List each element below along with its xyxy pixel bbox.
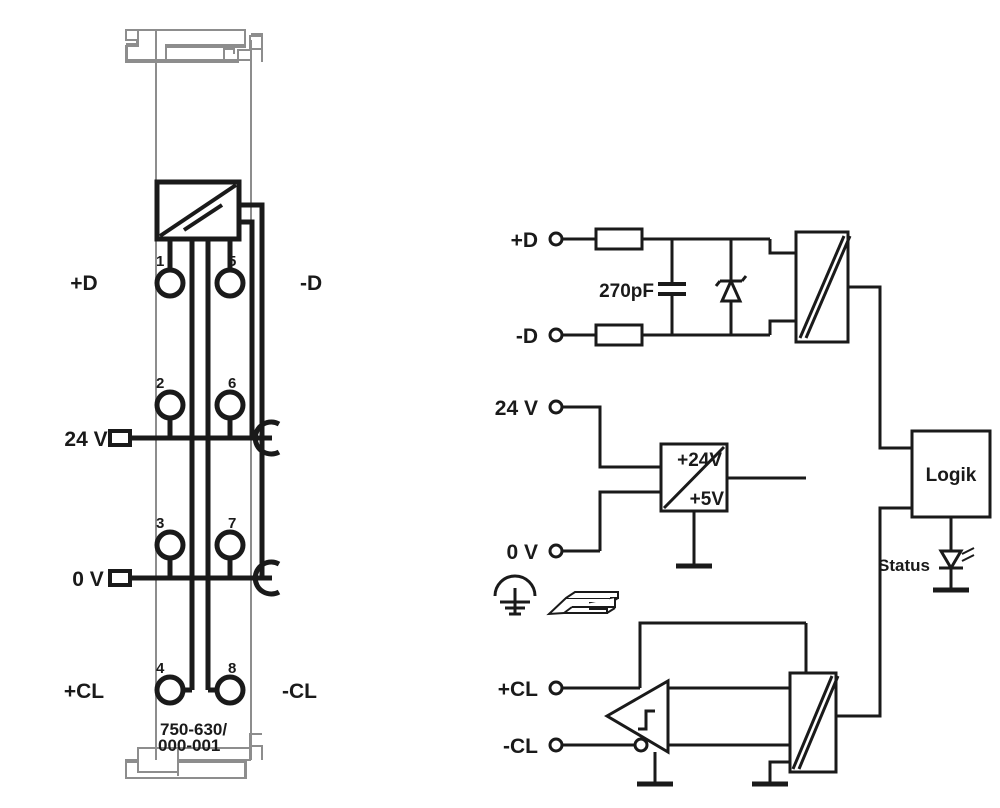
power-jumper-contact-icon-0v [108, 569, 132, 587]
converter-output-label: +5V [690, 489, 725, 510]
schematic-label-plus-d: +D [511, 229, 538, 252]
power-jumper-contact-icon-24v [108, 429, 132, 447]
schematic-label-minus-d: -D [516, 325, 538, 348]
resistor-icon-plus-d [594, 227, 644, 251]
wire-trigger-supply [638, 621, 806, 688]
terminal-point-icon-plus-cl[interactable] [548, 680, 564, 696]
capacitor-value-label: 270pF [599, 281, 654, 302]
logic-block-group [910, 429, 992, 593]
pin-number-2: 2 [156, 375, 164, 392]
power-jumper-contact-icon-right-24v [252, 419, 281, 457]
pin-number-3: 3 [156, 515, 164, 532]
wire-oc-right-to-24v-2 [239, 219, 255, 438]
inverter-bubble [633, 737, 649, 753]
terminal-point-icon-24v[interactable] [548, 399, 564, 415]
power-supply-section [548, 399, 806, 569]
pin-number-6: 6 [228, 375, 236, 392]
block-schematic [493, 227, 992, 787]
zener-bar [714, 275, 748, 287]
schematic-labels: +D -D 24 V 0 V +CL -CL 270pF +24V +5V Lo… [495, 229, 977, 758]
schematic-label-24v: 24 V [495, 397, 538, 420]
terminal-point-icon-minus-d[interactable] [548, 327, 564, 343]
module-label-plus-cl: +CL [64, 680, 104, 703]
terminal-contact-icon-3[interactable] [154, 529, 186, 561]
logic-block [910, 429, 992, 519]
din-rail-foot-top-detail [125, 29, 263, 63]
schematic-label-plus-cl: +CL [498, 678, 538, 701]
schmitt-trigger-inverter-icon [604, 678, 670, 755]
optocoupler-icon-data [794, 230, 852, 344]
terminal-contact-icon-8[interactable] [214, 674, 246, 706]
wire-oc2-gnd [768, 760, 790, 784]
logic-block-label: Logik [926, 465, 977, 486]
module-label-minus-d: -D [300, 272, 322, 295]
wire-oc1-to-logik [848, 285, 912, 450]
pin-number-4: 4 [156, 660, 165, 677]
wire-24v-to-converter [562, 405, 661, 469]
pin-number-7: 7 [228, 515, 236, 532]
wire-oc1-in-bottom [768, 319, 796, 335]
wire-oc1-in-top [768, 239, 796, 255]
terminal-point-icon-plus-d[interactable] [548, 231, 564, 247]
wire-oc-right-to-24v [239, 202, 265, 438]
led-emission-rays [961, 547, 975, 562]
schematic-label-minus-cl: -CL [503, 735, 538, 758]
terminal-contact-icon-2[interactable] [154, 389, 186, 421]
module-label-0v: 0 V [72, 568, 104, 591]
terminal-contact-icon-4[interactable] [154, 674, 186, 706]
module-drawing: 1 5 2 6 3 7 4 8 +D 24 V 0 V +CL -D -CL 7… [64, 29, 322, 779]
wire-0v-to-converter [598, 490, 661, 551]
terminal-contact-icon-6[interactable] [214, 389, 246, 421]
pin-number-1: 1 [156, 253, 164, 270]
dcdc-converter-icon [659, 442, 729, 513]
module-internal-wiring [124, 202, 272, 693]
terminal-contact-icon-1[interactable] [154, 267, 186, 299]
earth-ground-icon [493, 574, 537, 616]
module-label-plus-d: +D [70, 272, 97, 295]
status-label: Status [878, 556, 930, 575]
optocoupler-icon-clock [788, 671, 840, 774]
din-rail-icon [546, 591, 619, 616]
part-number-line-2: 000-001 [158, 736, 220, 755]
module-label-24v: 24 V [64, 428, 107, 451]
hysteresis-symbol [638, 709, 655, 731]
wire-oc2-to-logik [836, 506, 912, 718]
clock-input-section [548, 506, 912, 787]
terminal-point-icon-minus-cl[interactable] [548, 737, 564, 753]
terminal-point-icon-0v[interactable] [548, 543, 564, 559]
pin-number-5: 5 [228, 253, 236, 270]
led-icon-status [933, 547, 975, 593]
terminal-contact-icon-7[interactable] [214, 529, 246, 561]
module-label-minus-cl: -CL [282, 680, 317, 703]
capacitor-icon-270pf [658, 239, 686, 335]
zener-diode-icon [714, 239, 748, 335]
optocoupler-icon-module [154, 179, 242, 242]
terminal-contacts [154, 267, 246, 706]
part-number-line-1: 750-630/ [160, 720, 227, 739]
data-input-section [548, 227, 912, 450]
pin-number-8: 8 [228, 660, 236, 677]
resistor-icon-minus-d [594, 323, 644, 347]
power-jumper-contact-icon-right-0v [252, 559, 281, 597]
terminal-contact-icon-5[interactable] [214, 267, 246, 299]
converter-input-label: +24V [677, 450, 722, 471]
din-rail-foot-bottom-detail [125, 733, 262, 779]
schematic-label-0v: 0 V [506, 541, 538, 564]
